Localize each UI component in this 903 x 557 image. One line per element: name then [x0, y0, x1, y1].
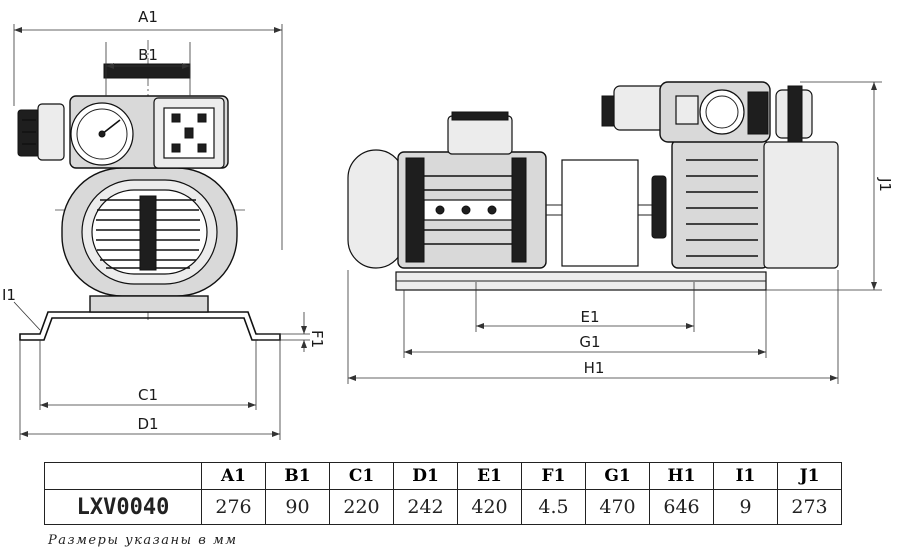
label-d1: D1 [137, 415, 158, 433]
dimensions-table: A1 B1 C1 D1 E1 F1 G1 H1 I1 J1 LXV0040 27… [44, 462, 842, 525]
table-header-cell: A1 [201, 462, 266, 490]
technical-drawing: A1 B1 I1 F1 C1 D1 [2, 8, 894, 440]
table-value-cell: 646 [649, 489, 714, 525]
front-pump-head [17, 63, 229, 169]
label-i1: I1 [2, 286, 16, 304]
label-e1: E1 [580, 308, 599, 326]
side-motor [347, 111, 547, 269]
table-value-cell: 90 [265, 489, 330, 525]
side-view: J1 E1 G1 H1 [347, 81, 894, 384]
label-c1: C1 [138, 386, 158, 404]
table-header-cell: F1 [521, 462, 586, 490]
table-header-cell: I1 [713, 462, 778, 490]
coupling-housing [561, 159, 639, 267]
table-corner-cell [44, 462, 202, 490]
front-view: A1 B1 I1 F1 C1 D1 [2, 8, 326, 440]
adjust-knob [17, 109, 41, 157]
side-pump-body [601, 81, 839, 269]
table-header-cell: C1 [329, 462, 394, 490]
table-value-cell: 276 [201, 489, 266, 525]
side-gauge-icon [699, 89, 745, 135]
table-value-cell: 9 [713, 489, 778, 525]
table-value-cell: 273 [777, 489, 842, 525]
front-base-plate [19, 311, 281, 341]
front-motor-housing [61, 167, 238, 297]
label-j1: J1 [876, 177, 894, 192]
label-f1: F1 [308, 330, 326, 348]
table-value-cell: 470 [585, 489, 650, 525]
table-value-cell: 4.5 [521, 489, 586, 525]
table-header-cell: J1 [777, 462, 842, 490]
label-g1: G1 [579, 333, 600, 351]
table-header-row: A1 B1 C1 D1 E1 F1 G1 H1 I1 J1 [44, 462, 842, 490]
table-value-cell: 420 [457, 489, 522, 525]
table-value-cell: 220 [329, 489, 394, 525]
label-h1: H1 [584, 359, 605, 377]
table-header-cell: B1 [265, 462, 330, 490]
label-a1: A1 [138, 8, 158, 26]
terminal-box [447, 115, 513, 155]
table-header-cell: E1 [457, 462, 522, 490]
table-header-cell: G1 [585, 462, 650, 490]
fan-grille [96, 195, 200, 271]
table-header-cell: H1 [649, 462, 714, 490]
table-value-cell: 242 [393, 489, 458, 525]
model-name-cell: LXV0040 [44, 489, 202, 525]
units-note: Размеры указаны в мм [48, 533, 238, 548]
table-row: LXV0040 276 90 220 242 420 4.5 470 646 9… [44, 489, 842, 525]
table-header-cell: D1 [393, 462, 458, 490]
label-b1: B1 [138, 46, 158, 64]
